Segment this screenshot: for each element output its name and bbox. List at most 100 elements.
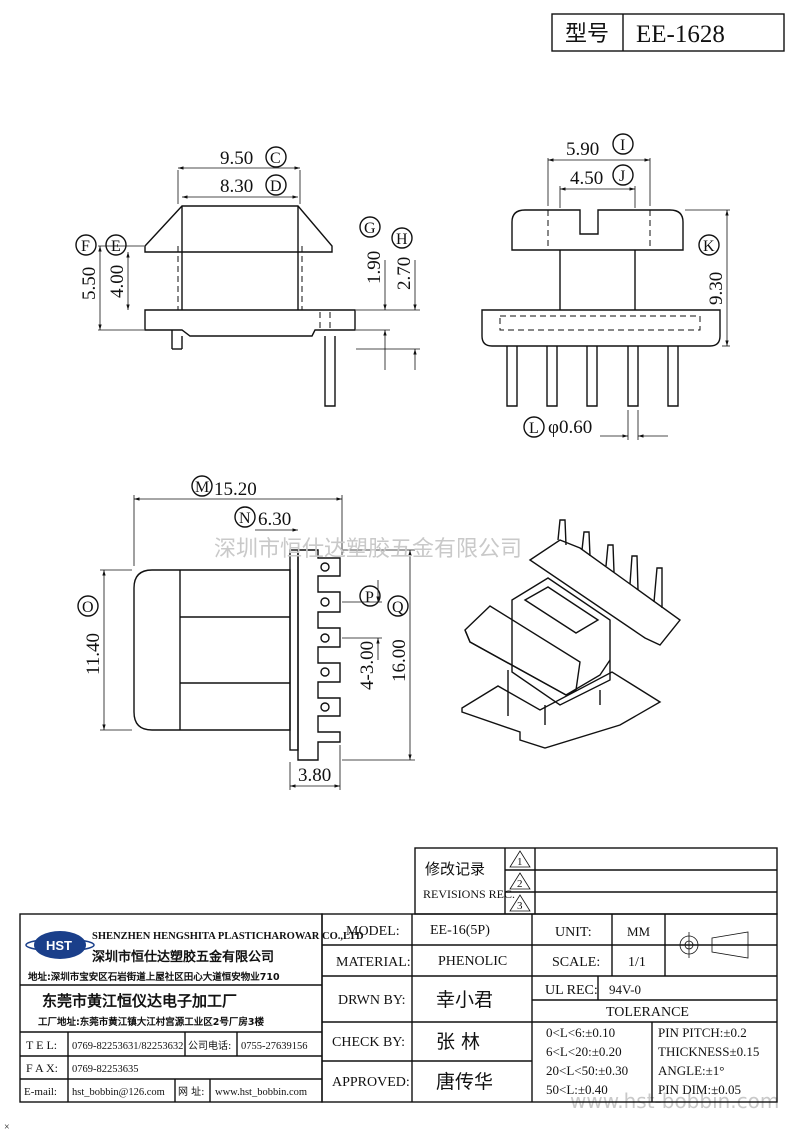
callout-O: O [77,595,99,617]
tol-right-3: ANGLE:±1° [658,1063,725,1078]
revision-mark-1: 1 [509,850,531,868]
revision-mark-1-num: 1 [517,856,523,868]
callout-N-letter: N [239,510,251,527]
tol-left-4: 50<L:±0.40 [546,1082,608,1097]
dim-J: 4.50 [570,168,603,189]
callout-C-letter: C [270,150,281,167]
dim-Q: 16.00 [389,639,410,682]
callout-I: I [612,133,634,155]
email-label: E-mail: [24,1086,57,1098]
fax-value: 0769-82253635 [72,1064,139,1075]
callout-P-letter: P [365,589,374,606]
company-logo: HST [25,931,95,959]
callout-K-letter: K [703,238,715,255]
dim-E: 4.00 [107,265,128,298]
check-label: CHECK BY: [332,1035,405,1050]
spec-block: MODEL: EE-16(5P) UNIT: MM MATERIAL: PHEN… [321,913,778,1103]
company-logo-text: HST [46,938,72,953]
dim-K: 9.30 [706,272,727,305]
model-title-label: 型号 [565,22,609,47]
company-address: 地址:深圳市宝安区石岩街道上屋社区田心大道恒安物业710 [28,971,280,983]
callout-D: D [265,174,287,196]
drawn-value: 幸小君 [436,989,493,1011]
revision-mark-3-num: 3 [517,900,523,912]
tol-right-4: PIN DIM:±0.05 [658,1082,741,1097]
approved-value: 唐传华 [436,1071,493,1093]
dim-M: 15.20 [214,479,257,500]
company-block: HST SHENZHEN HENGSHITA PLASTICHAROWAR CO… [19,913,364,1103]
callout-N: N [234,506,256,528]
callout-L: L [523,416,545,438]
top-view: 15.20 6.30 11.40 4-3.00 16.00 3.80 [83,479,415,790]
watermark: 深圳市恒仕达塑胶五金有限公司 [214,537,522,562]
model-label: MODEL: [346,924,400,939]
factory-name: 东莞市黄江恒仪达电子加工厂 [42,992,237,1010]
callout-L-letter: L [529,420,539,437]
dim-P: 4-3.00 [357,641,378,690]
dim-L: φ0.60 [548,417,592,438]
unit-value: MM [627,924,651,939]
dim-C: 9.50 [220,148,253,169]
revisions-title-cn: 修改记录 [425,860,485,878]
callout-C: C [265,146,287,168]
drawn-label: DRWN BY: [338,993,406,1008]
dim-I: 5.90 [566,139,599,160]
fax-label: F A X: [26,1061,58,1075]
dim-D: 8.30 [220,176,253,197]
check-value: 张 林 [436,1031,480,1053]
watermark-url: www.hst-bobbin.com [570,1089,779,1113]
tol-right-1: PIN PITCH:±0.2 [658,1025,747,1040]
tol-left-1: 0<L<6:±0.10 [546,1025,615,1040]
callout-F-letter: F [81,238,90,255]
dim-F: 5.50 [79,267,100,300]
callout-E-letter: E [111,238,121,255]
scale-label: SCALE: [552,955,600,970]
office-value: 0755-27639156 [241,1041,308,1052]
callout-Q: Q [387,595,409,617]
tel-label: T E L: [26,1038,57,1052]
dim-N: 6.30 [258,509,291,530]
revisions-title-en: REVISIONS REC. [423,887,515,901]
callout-O-letter: O [82,599,94,616]
model-title-box: 型号 EE-1628 [551,13,785,52]
callout-M: M [191,475,213,497]
office-label: 公司电话: [188,1039,231,1052]
revisions-block: 修改记录 REVISIONS REC. 1 2 3 [414,847,778,915]
approved-label: APPROVED: [332,1075,410,1090]
tol-left-2: 6<L<20:±0.20 [546,1044,622,1059]
tel-value: 0769-82253631/82253632 [72,1041,183,1052]
projection-symbol-icon [676,931,749,959]
dim-H: 2.70 [394,257,415,290]
dim-O: 11.40 [83,633,104,675]
callout-G: G [359,216,381,238]
tol-right-2: THICKNESS±0.15 [658,1044,759,1059]
callout-J-letter: J [619,168,625,185]
web-value: www.hst_bobbin.com [215,1087,307,1098]
revision-mark-2: 2 [509,872,531,890]
callout-D-letter: D [270,178,282,195]
corner-mark: × [4,1122,10,1133]
model-value: EE-16(5P) [430,923,490,938]
revision-mark-2-num: 2 [517,878,523,890]
factory-address: 工厂地址:东莞市黄江镇大江村宫源工业区2号厂房3楼 [38,1016,265,1028]
front-view: 9.50 8.30 5.50 4.00 1.90 2.70 [79,148,420,407]
model-title-value: EE-1628 [636,21,725,48]
email-value: hst_bobbin@126.com [72,1087,165,1098]
callout-I-letter: I [620,137,625,154]
callout-P: P [359,585,381,607]
material-label: MATERIAL: [336,955,411,970]
callout-J: J [612,164,634,186]
callout-K: K [698,234,720,256]
callout-Q-letter: Q [392,599,404,616]
tolerance-label: TOLERANCE [606,1005,689,1020]
company-name-cn: 深圳市恒仕达塑胶五金有限公司 [92,949,274,965]
callout-markers: C D E F G H I J K L M N O P Q [75,133,720,617]
callout-F: F [75,234,97,256]
material-value: PHENOLIC [438,954,507,969]
dim-G: 1.90 [364,251,385,284]
unit-label: UNIT: [555,925,592,940]
scale-value: 1/1 [628,955,646,970]
tol-left-3: 20<L<50:±0.30 [546,1063,628,1078]
revision-mark-3: 3 [509,894,531,912]
